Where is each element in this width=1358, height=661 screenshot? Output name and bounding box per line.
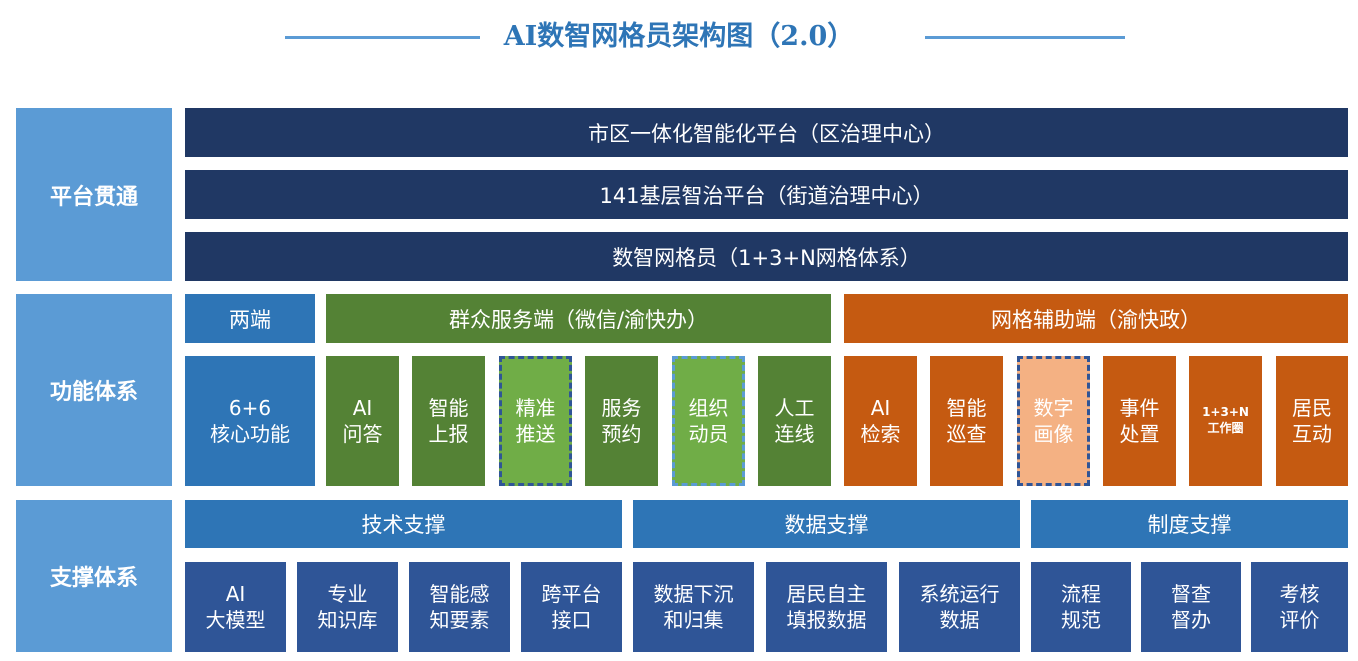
public-service-header: 群众服务端（微信/渝快办） [326,294,831,343]
grid-item: 1+3+N 工作圈 [1189,356,1262,486]
public-item: 服务 预约 [585,356,658,486]
section-label-function: 功能体系 [16,294,172,486]
system-item: 流程 规范 [1031,562,1131,652]
core-functions-box: 6+6 核心功能 [185,356,315,486]
grid-item-highlighted: 数字 画像 [1017,356,1090,486]
data-item: 系统运行 数据 [899,562,1020,652]
tech-item: 智能感 知要素 [409,562,510,652]
system-support-header: 制度支撑 [1031,500,1348,548]
platform-row-grid-staff: 数智网格员（1+3+N网格体系） [185,232,1348,281]
platform-row-street: 141基层智治平台（街道治理中心） [185,170,1348,219]
tech-item: AI 大模型 [185,562,286,652]
page-title: AI数智网格员架构图（2.0） [503,21,855,52]
grid-item: AI 检索 [844,356,917,486]
public-item: 人工 连线 [758,356,831,486]
two-ends-header: 两端 [185,294,315,343]
title-line-left [285,36,480,39]
public-item: 智能 上报 [412,356,485,486]
tech-item: 跨平台 接口 [521,562,622,652]
tech-item: 专业 知识库 [297,562,398,652]
grid-item: 智能 巡查 [930,356,1003,486]
system-item: 考核 评价 [1251,562,1348,652]
title-line-right [925,36,1125,39]
system-item: 督查 督办 [1141,562,1241,652]
public-item-highlighted: 精准 推送 [499,356,572,486]
data-item: 居民自主 填报数据 [766,562,887,652]
section-label-platform: 平台贯通 [16,108,172,281]
data-support-header: 数据支撑 [633,500,1020,548]
public-item-highlighted: 组织 动员 [672,356,745,486]
grid-assist-header: 网格辅助端（渝快政） [844,294,1348,343]
data-item: 数据下沉 和归集 [633,562,754,652]
grid-item: 居民 互动 [1276,356,1348,486]
public-item: AI 问答 [326,356,399,486]
platform-row-city: 市区一体化智能化平台（区治理中心） [185,108,1348,157]
section-label-support: 支撑体系 [16,500,172,652]
grid-item: 事件 处置 [1103,356,1176,486]
tech-support-header: 技术支撑 [185,500,622,548]
